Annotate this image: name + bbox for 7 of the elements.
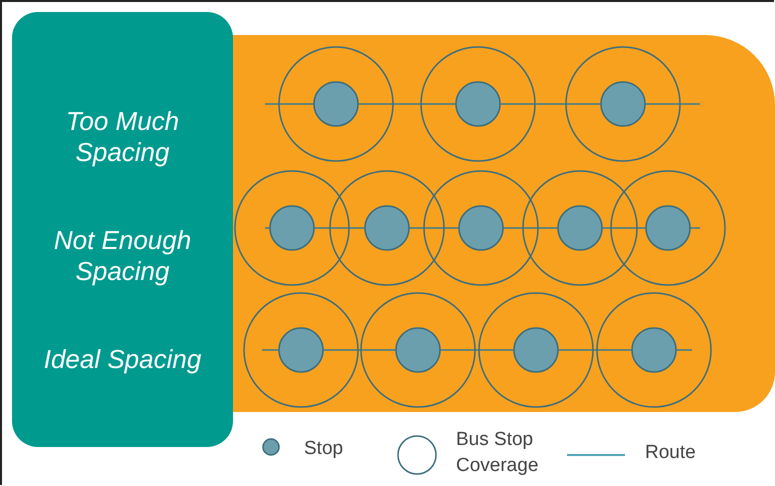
row-label: Too Much Spacing bbox=[64, 106, 180, 168]
category-panel bbox=[12, 12, 233, 447]
row-label: Ideal Spacing bbox=[42, 344, 202, 375]
legend-label: Stop bbox=[304, 437, 344, 461]
row-label: Not Enough Spacing bbox=[52, 225, 192, 287]
legend-label: Bus Stop Coverage bbox=[456, 428, 540, 478]
legend-label: Route bbox=[645, 441, 697, 465]
